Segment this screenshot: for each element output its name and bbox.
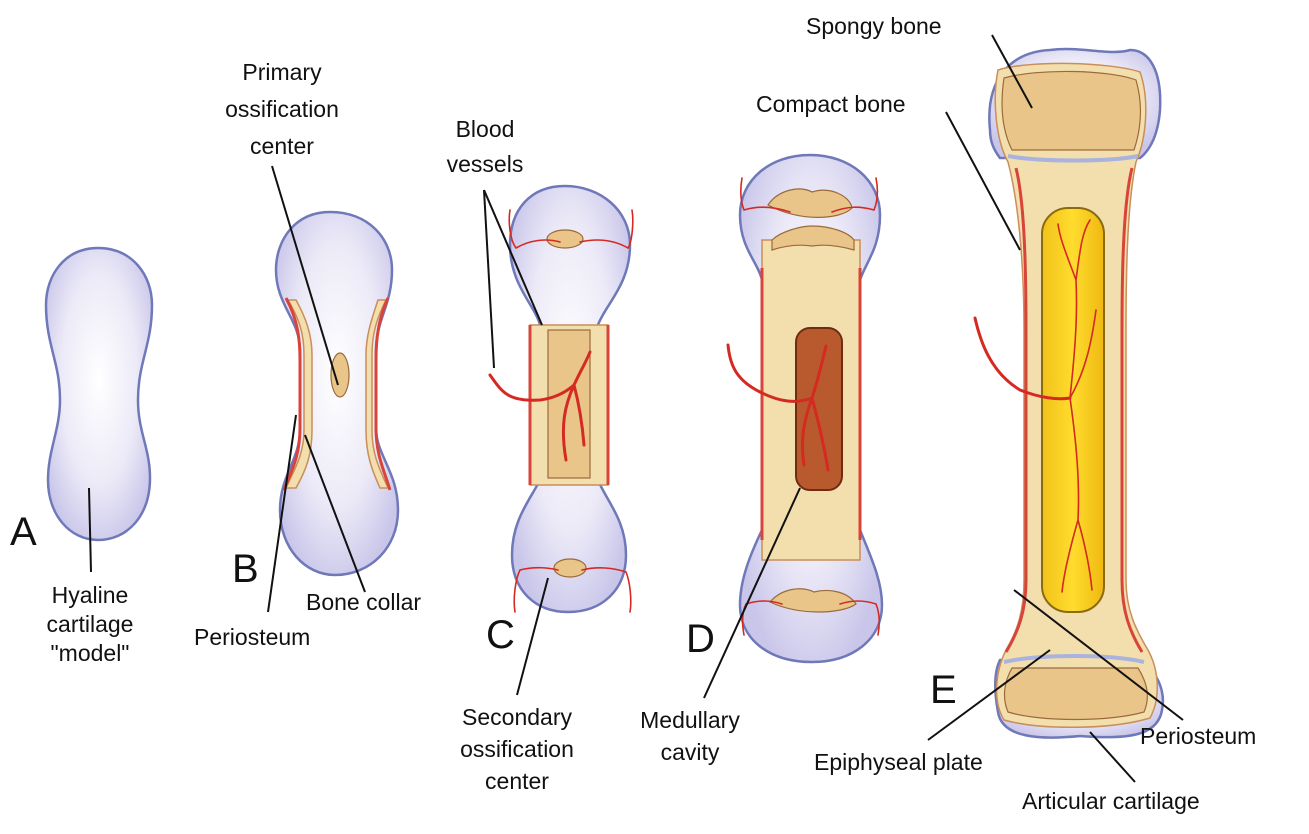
medullary-label-line2: cavity — [661, 739, 720, 765]
bone-collar-label: Bone collar — [306, 589, 421, 615]
stage-e-periosteum-left — [1004, 167, 1028, 653]
stage-e-marrow-vessels — [1057, 219, 1097, 593]
stage-label-c: C — [486, 613, 515, 657]
stage-e-spongy-top — [1001, 70, 1142, 151]
stage-label-e: E — [930, 668, 957, 712]
stage-b-primary-ossification — [330, 352, 350, 398]
stage-b-periosteum-left — [282, 297, 302, 491]
epiphyseal-plate-leader-line — [927, 649, 1051, 741]
stage-e-medullary-cavity — [1041, 207, 1105, 613]
articular-cartilage-label: Articular cartilage — [1022, 788, 1200, 814]
stage-d-vessels-bottom — [741, 600, 881, 636]
stage-c-vessels-bottom — [513, 566, 632, 613]
blood-leader-line-2 — [483, 189, 543, 326]
stage-b-periosteum-right — [374, 297, 392, 491]
stage-b-figure: B Primary ossification center Periosteum… — [194, 59, 421, 650]
stage-e-figure: Spongy bone Compact bone E Periosteum Ep… — [756, 13, 1256, 814]
primary-label-line3: center — [250, 133, 314, 159]
periosteum-b-label: Periosteum — [194, 624, 310, 650]
hyaline-label-line3: "model" — [51, 640, 130, 666]
blood-leader-line-1 — [483, 189, 495, 369]
primary-label-line2: ossification — [225, 96, 339, 122]
stage-d-vessels-top — [739, 177, 879, 213]
medullary-label-line1: Medullary — [640, 707, 740, 733]
compact-bone-leader-line — [945, 111, 1021, 251]
compact-bone-label: Compact bone — [756, 91, 906, 117]
stage-d-figure: D Medullary cavity — [640, 153, 884, 765]
periosteum-e-leader-line — [1013, 589, 1184, 721]
stage-c-secondary-center-top — [546, 229, 584, 249]
stage-c-figure: Blood vessels C Secondary ossification c… — [447, 116, 634, 794]
epiphyseal-plate-label: Epiphyseal plate — [814, 749, 983, 775]
primary-leader-line — [271, 165, 339, 386]
hyaline-label-line1: Hyaline — [52, 582, 129, 608]
hyaline-leader-line — [88, 487, 92, 573]
stage-label-a: A — [10, 510, 37, 554]
bone-collar-leader-line — [304, 434, 366, 593]
stage-e-nutrient-artery — [973, 316, 1072, 401]
stage-d-epiphysis-bone-top — [771, 225, 855, 251]
blood-label-line1: Blood — [456, 116, 515, 142]
hyaline-cartilage-model — [44, 246, 154, 542]
blood-label-line2: vessels — [447, 151, 524, 177]
stage-c-primary-center — [547, 329, 591, 479]
stage-e-spongy-bottom — [1003, 667, 1148, 721]
stage-d-secondary-center-top — [767, 188, 853, 218]
stage-a-figure: A Hyaline cartilage "model" — [10, 246, 154, 666]
stage-d-blood-vessel — [726, 343, 830, 472]
hyaline-label-line2: cartilage — [47, 611, 134, 637]
stage-e-periosteum-right — [1120, 167, 1144, 653]
stage-c-blood-vessel — [488, 350, 592, 462]
stage-b-bone-collar-left — [284, 299, 313, 489]
spongy-bone-label: Spongy bone — [806, 13, 942, 39]
spongy-bone-leader-line — [991, 34, 1033, 109]
stage-label-d: D — [686, 617, 715, 661]
stage-d-medullary-cavity — [795, 327, 843, 491]
stage-label-b: B — [232, 547, 259, 591]
periosteum-e-label: Periosteum — [1140, 723, 1256, 749]
stage-e-epiphyseal-plate-bottom — [1003, 654, 1145, 664]
stage-e-epiphyseal-plate-top — [1007, 154, 1139, 163]
secondary-label-line1: Secondary — [462, 704, 572, 730]
secondary-label-line2: ossification — [460, 736, 574, 762]
stage-c-secondary-center-bottom — [553, 558, 587, 578]
secondary-leader-line — [516, 577, 549, 696]
medullary-leader-line — [703, 487, 801, 699]
articular-leader-line — [1089, 731, 1136, 783]
periosteum-b-leader-line — [267, 414, 297, 613]
stage-c-vessels-top — [508, 209, 634, 249]
primary-label-line1: Primary — [242, 59, 322, 85]
stage-d-secondary-center-bottom — [769, 588, 857, 613]
stage-b-bone-collar-right — [365, 299, 390, 489]
secondary-label-line3: center — [485, 768, 549, 794]
